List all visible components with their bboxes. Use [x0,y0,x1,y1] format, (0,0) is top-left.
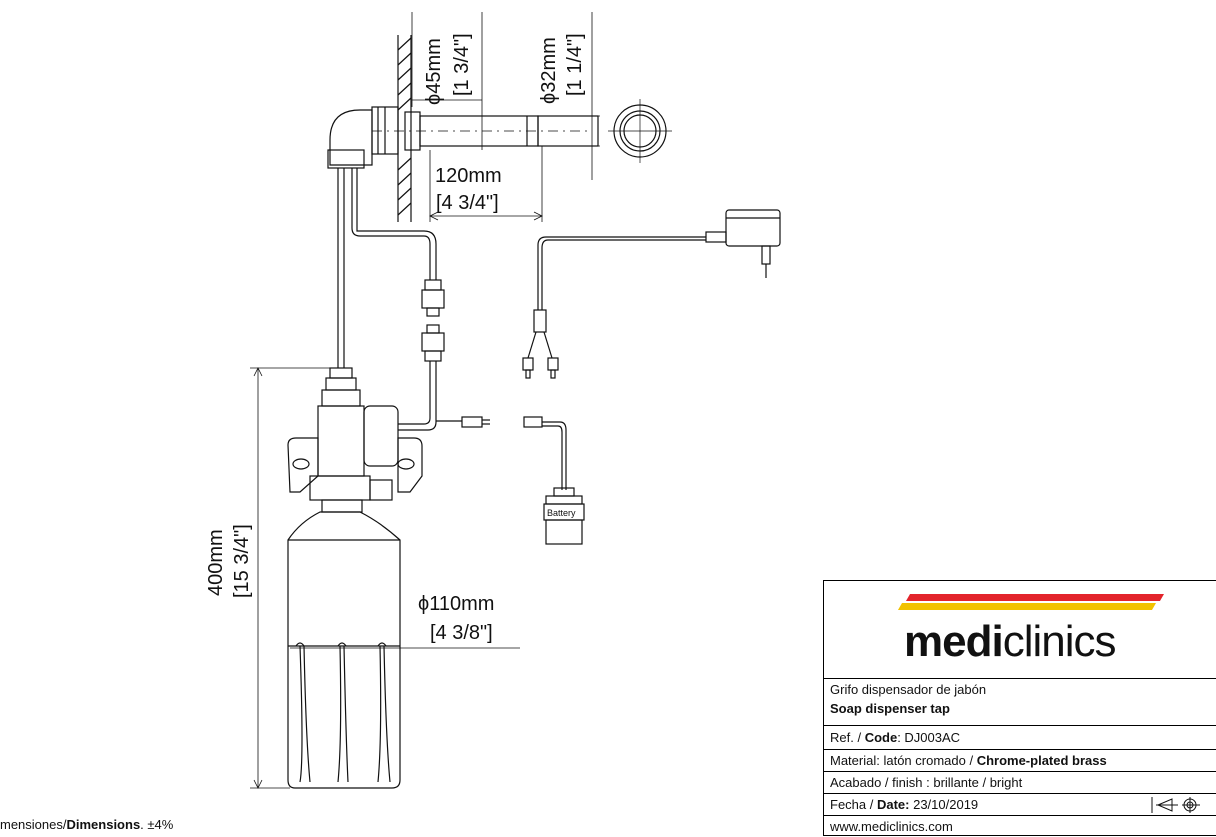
code-row: Ref. / Code: DJ003AC [824,726,1216,750]
projection-symbol-icon [1151,797,1200,813]
product-name-es: Grifo dispensador de jabón [830,682,987,697]
product-name-row: Grifo dispensador de jabón Soap dispense… [824,678,1216,726]
logo-stripe-red [905,594,1165,601]
battery-pack [523,416,585,545]
logo-area: mediclinics [824,581,1216,679]
flange-diameter-inch-label: [1 3/4"] [451,33,473,96]
flange-diameter-label: ϕ45mm [423,38,445,105]
cables [337,168,490,431]
bottle-diameter-inch-label: [4 3/8"] [430,622,493,644]
date-row: Fecha / Date: 23/10/2019 [824,794,1216,816]
power-adapter [522,209,781,379]
pump-unit [287,367,423,513]
finish-row: Acabado / finish : brillante / bright [824,772,1216,794]
bottle [287,511,401,789]
dimension-lines [411,12,600,222]
spout-diameter-inch-label: [1 1/4"] [564,33,586,96]
dimensions-tolerance-note: mensiones/Dimensions. ±4% [0,817,174,832]
title-block: mediclinics Grifo dispensador de jabón S… [823,580,1216,836]
brand-logo: mediclinics [904,617,1116,666]
spout-diameter-label: ϕ32mm [538,37,560,104]
bottle-diameter-label: ϕ110mm [418,593,494,615]
bottle-height-label: 400mm [205,529,227,596]
product-name-en: Soap dispenser tap [830,701,950,716]
website-row: www.mediclinics.com [830,819,953,834]
battery-label: Battery [547,508,576,518]
material-row: Material: latón cromado / Chrome-plated … [824,750,1216,772]
spout-end-view [608,99,672,163]
bottle-height-inch-label: [15 3/4"] [231,524,253,598]
logo-stripe-yellow [897,603,1157,610]
spout-length-inch-label: [4 3/4"] [436,192,499,214]
spout-length-label: 120mm [435,165,502,187]
height-dimension [250,367,520,789]
